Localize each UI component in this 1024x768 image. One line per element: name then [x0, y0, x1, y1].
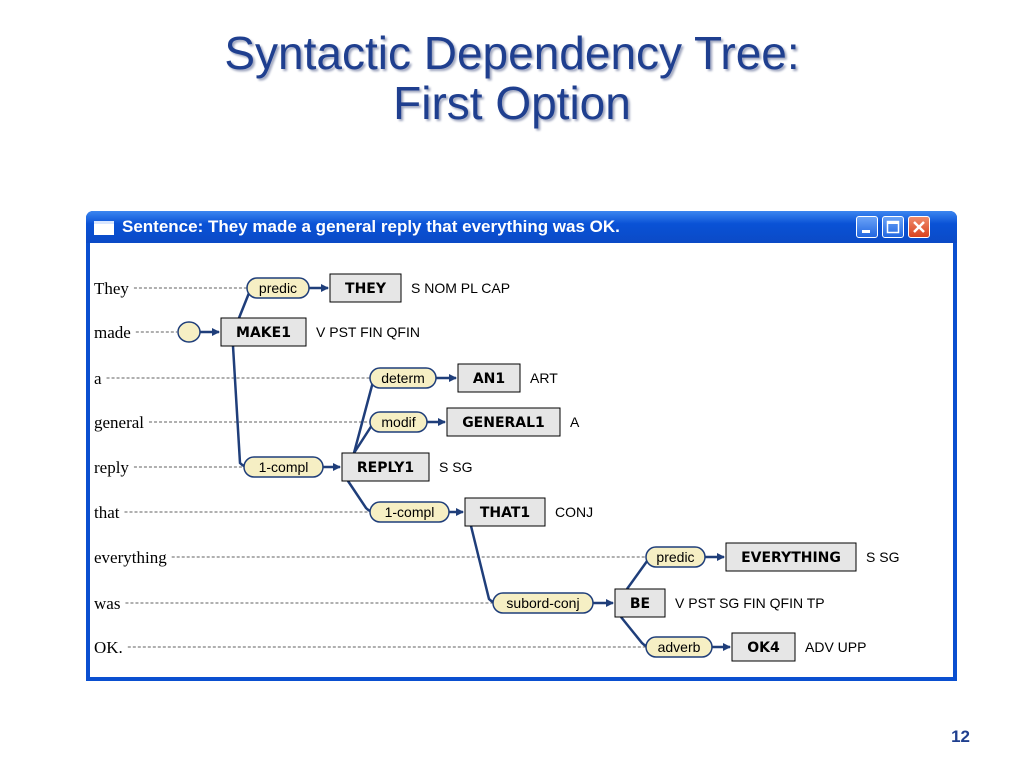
tree-branch — [620, 616, 651, 649]
close-icon — [913, 221, 925, 233]
node-box[interactable] — [329, 273, 402, 303]
node-features: S NOM PL CAP — [411, 280, 510, 296]
node-box[interactable] — [457, 363, 521, 393]
relation-label-text: predic — [259, 280, 297, 296]
node-lemma: THAT1 — [480, 505, 530, 521]
relation-label-text: modif — [381, 414, 415, 430]
node-lemma: BE — [630, 596, 650, 612]
maximize-icon — [886, 220, 900, 234]
node-features: CONJ — [555, 504, 593, 520]
slide-title-line1: Syntactic Dependency Tree: — [224, 27, 800, 79]
node-box[interactable] — [446, 407, 561, 437]
node-lemma: GENERAL1 — [462, 415, 545, 431]
node-lemma: MAKE1 — [236, 325, 291, 341]
node-features: S SG — [866, 549, 899, 565]
window-title: Sentence: They made a general reply that… — [122, 217, 620, 236]
minimize-icon — [862, 230, 870, 233]
tree-branch — [231, 345, 249, 469]
node-features: S SG — [439, 459, 472, 475]
node-box[interactable] — [725, 542, 857, 572]
word-label: OK. — [94, 638, 123, 657]
node-reply1[interactable]: REPLY1 S SG — [341, 452, 472, 482]
node-box[interactable] — [614, 588, 666, 618]
tree-branch — [346, 480, 375, 514]
node-features: V PST FIN QFIN — [316, 324, 420, 340]
window-icon — [94, 221, 114, 235]
relation-label-text: determ — [381, 370, 425, 386]
node-lemma: THEY — [345, 281, 387, 297]
node-they[interactable]: THEY S NOM PL CAP — [329, 273, 510, 303]
tree-branch — [469, 525, 498, 605]
relation-label-text: 1-compl — [385, 504, 435, 520]
node-box[interactable] — [731, 632, 796, 662]
word-label: They — [94, 279, 129, 298]
word-label: made — [94, 323, 131, 342]
node-an1[interactable]: AN1 ART — [457, 363, 558, 393]
node-box[interactable] — [220, 317, 307, 347]
word-label: was — [94, 594, 120, 613]
node-features: V PST SG FIN QFIN TP — [675, 595, 825, 611]
node-make1[interactable]: MAKE1 V PST FIN QFIN — [220, 317, 420, 347]
maximize-button[interactable] — [882, 216, 904, 238]
node-features: A — [570, 414, 580, 430]
word-label: a — [94, 369, 102, 388]
relation-label-text: subord-conj — [506, 595, 579, 611]
node-lemma: OK4 — [747, 640, 780, 656]
minimize-button[interactable] — [856, 216, 878, 238]
node-lemma: REPLY1 — [357, 460, 414, 476]
root-marker — [177, 321, 201, 343]
close-button[interactable] — [908, 216, 930, 238]
relation-label-text: adverb — [658, 639, 701, 655]
node-lemma: AN1 — [473, 371, 505, 387]
node-box[interactable] — [341, 452, 430, 482]
relation-label-text: predic — [656, 549, 694, 565]
word-label: general — [94, 413, 144, 432]
node-ok4[interactable]: OK4 ADV UPP — [731, 632, 866, 662]
node-features: ART — [530, 370, 558, 386]
node-box[interactable] — [464, 497, 546, 527]
node-general1[interactable]: GENERAL1 A — [446, 407, 580, 437]
slide-title: Syntactic Dependency Tree: First Option — [0, 28, 1024, 128]
word-label: reply — [94, 458, 129, 477]
dependency-tree: They made a general reply that everything wasOK… — [94, 273, 899, 662]
slide-title-line2: First Option — [393, 77, 631, 129]
sentence-window: Sentence: They made a general reply that… — [86, 211, 957, 681]
window-titlebar[interactable]: Sentence: They made a general reply that… — [86, 211, 957, 243]
word-label: that — [94, 503, 120, 522]
node-features: ADV UPP — [805, 639, 866, 655]
node-that1[interactable]: THAT1 CONJ — [464, 497, 593, 527]
tree-branch — [352, 377, 376, 454]
relation-label-text: 1-compl — [259, 459, 309, 475]
tree-branch — [625, 556, 652, 590]
node-be[interactable]: BE V PST SG FIN QFIN TP — [614, 588, 825, 618]
node-everything[interactable]: EVERYTHING S SG — [725, 542, 899, 572]
node-lemma: EVERYTHING — [741, 550, 841, 566]
word-label: everything — [94, 548, 167, 567]
page-number: 12 — [951, 727, 970, 746]
